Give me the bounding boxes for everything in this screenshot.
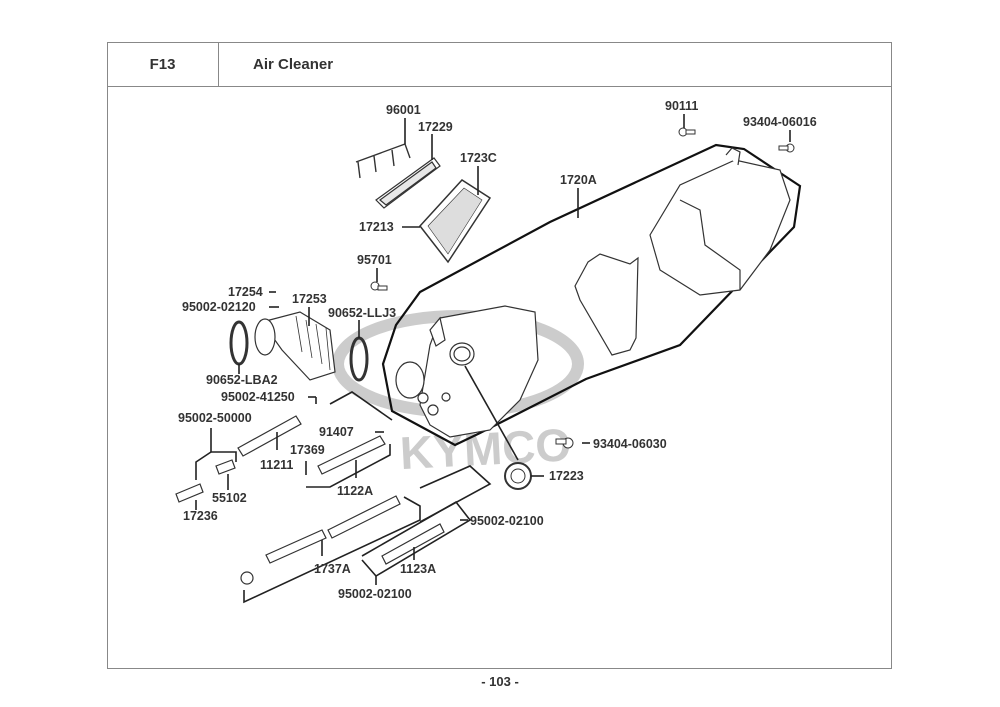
- clip-strip: [355, 143, 411, 179]
- part-label: 17254: [228, 285, 263, 299]
- hose-17236: [175, 483, 204, 503]
- hose-1122A: [317, 435, 386, 475]
- bolt-95701: [370, 281, 388, 291]
- part-label: 17369: [290, 443, 325, 457]
- plug: [240, 571, 254, 585]
- part-label: 93404-06016: [743, 115, 817, 129]
- part-label: 17229: [418, 120, 453, 134]
- bolt-90111: [678, 127, 696, 137]
- pipe-55102: [215, 459, 236, 475]
- part-label: 95002-02120: [182, 300, 256, 314]
- hose-11211: [237, 415, 302, 457]
- diagram-frame: [107, 42, 892, 669]
- part-label: 96001: [386, 103, 421, 117]
- part-label: 90652-LBA2: [206, 373, 278, 387]
- page-title: Air Cleaner: [253, 55, 334, 73]
- drain-seal: [504, 462, 532, 490]
- part-label: 95002-41250: [221, 390, 295, 404]
- page-number: - 103 -: [481, 674, 519, 689]
- part-label: 1723C: [460, 151, 497, 165]
- part-label: 17253: [292, 292, 327, 306]
- part-label: 1720A: [560, 173, 597, 187]
- part-label: 17236: [183, 509, 218, 523]
- part-label: 11211: [260, 458, 294, 472]
- part-label: 95701: [357, 253, 392, 267]
- band-90652-LBA2: [229, 320, 249, 366]
- assembly-outline-1720A: [381, 143, 802, 447]
- part-label: 91407: [319, 425, 354, 439]
- part-label: 90111: [665, 99, 699, 113]
- bolt-93404-06016: [778, 143, 795, 153]
- leader-lines: [195, 114, 791, 604]
- header-column-divider: [218, 42, 219, 86]
- part-label: 90652-LLJ3: [328, 306, 397, 320]
- hose-1737A-b: [327, 495, 401, 539]
- filter-cover-plate: [375, 157, 441, 209]
- section-code: F13: [149, 55, 176, 73]
- air-box-upper-housing: [649, 147, 791, 296]
- intake-boot: [254, 311, 336, 381]
- part-label: 93404-06030: [593, 437, 667, 451]
- gasket: [574, 253, 639, 356]
- filter-element: [419, 179, 492, 264]
- part-label: 55102: [212, 491, 247, 505]
- part-label: 95002-02100: [470, 514, 544, 528]
- part-label: 95002-50000: [178, 411, 252, 425]
- part-label: 17213: [359, 220, 394, 234]
- part-label: 1123A: [400, 562, 437, 576]
- part-label: 17223: [549, 469, 584, 483]
- part-label: 1122A: [337, 484, 374, 498]
- header-divider: [107, 86, 892, 87]
- hoses: [175, 415, 445, 585]
- air-box-lower-housing: [395, 305, 539, 438]
- part-label: 95002-02100: [338, 587, 412, 601]
- hose-1123A: [381, 523, 445, 565]
- hose-1737A-a: [265, 529, 327, 564]
- band-90652-LLJ3: [349, 336, 369, 382]
- part-label: 1737A: [314, 562, 351, 576]
- bolt-93404-06030: [555, 437, 574, 449]
